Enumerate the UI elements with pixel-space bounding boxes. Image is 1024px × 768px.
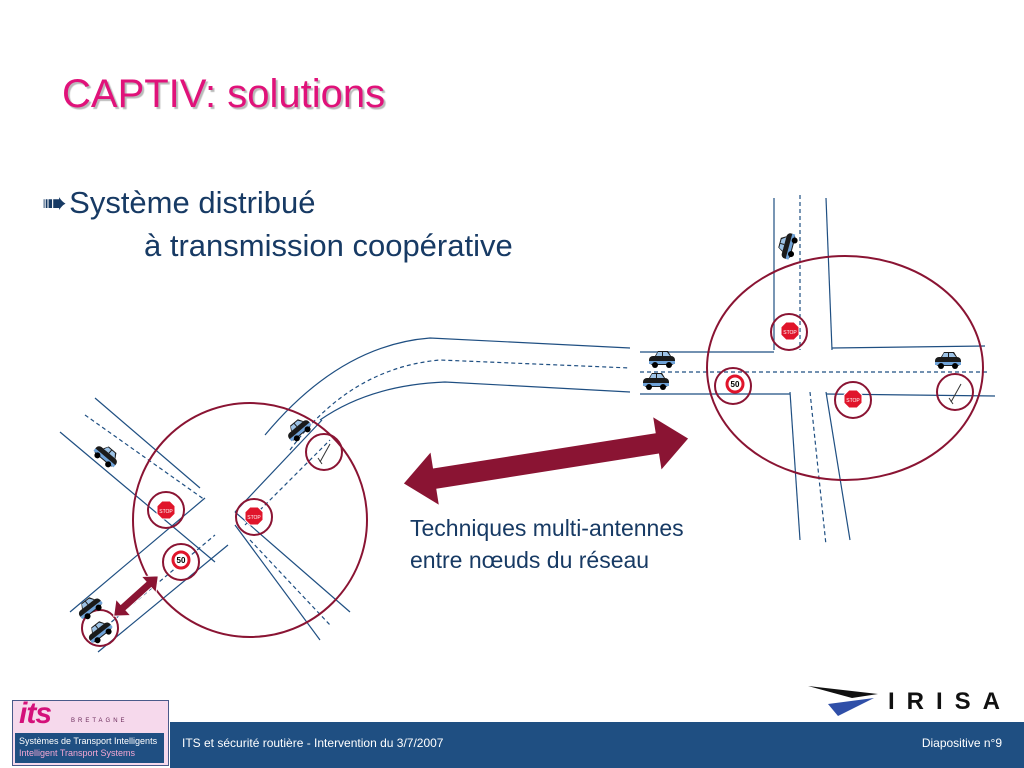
irisa-logo-text: IRISA (888, 688, 1013, 715)
car-icon (649, 351, 675, 368)
stop-sign-icon: STOP (244, 506, 264, 526)
car-icon (643, 373, 669, 390)
slide-title: CAPTIV: solutions (62, 72, 386, 116)
speed-limit-sign-icon: 50 (725, 374, 745, 394)
its-logo-line-2: Intelligent Transport Systems (19, 748, 136, 758)
bullet-point: ➠Système distribué à transmission coopér… (42, 182, 513, 267)
left-coverage-circle (132, 402, 368, 638)
its-logo-word: its (19, 700, 52, 730)
irisa-logo: IRISA (808, 684, 1008, 720)
node-circle (714, 367, 752, 405)
diagram-caption: Techniques multi-antennes entre nœuds du… (410, 512, 684, 576)
stop-sign-icon: STOP (843, 389, 863, 409)
caption-line-1: Techniques multi-antennes (410, 515, 684, 541)
antenna-icon (317, 443, 331, 465)
its-bretagne-logo: its BRETAGNE Systèmes de Transport Intel… (12, 700, 169, 766)
node-circle (770, 313, 808, 351)
footer-slide-number: Diapositive n°9 (921, 736, 1002, 750)
its-logo-line-1: Systèmes de Transport Intelligents (19, 736, 158, 746)
node-circle (162, 543, 200, 581)
speed-limit-sign-icon: 50 (171, 550, 191, 570)
node-circle (235, 498, 273, 536)
caption-line-2: entre nœuds du réseau (410, 547, 650, 573)
right-arrow-icon: ➠ (42, 187, 68, 220)
footer-presentation-title: ITS et sécurité routière - Intervention … (182, 736, 444, 750)
svg-text:STOP: STOP (783, 330, 797, 336)
irisa-swoosh-icon (808, 686, 878, 716)
node-circle (305, 433, 343, 471)
car-icon (90, 440, 122, 471)
node-circle (834, 381, 872, 419)
car-icon (935, 352, 961, 369)
stop-sign-icon: STOP (780, 321, 800, 341)
its-logo-region: BRETAGNE (71, 718, 128, 724)
right-coverage-circle (706, 255, 984, 481)
its-logo-subtitle: Systèmes de Transport Intelligents Intel… (15, 733, 164, 763)
antenna-nodes (81, 313, 974, 647)
car-icon (74, 592, 106, 623)
bullet-line-1: Système distribué (69, 185, 316, 220)
double-arrow-large-icon (401, 414, 691, 508)
svg-text:50: 50 (177, 556, 186, 565)
antenna-icon (948, 383, 962, 405)
stop-sign-icon: STOP (156, 500, 176, 520)
car-icon (775, 231, 800, 261)
bullet-line-2: à transmission coopérative (144, 228, 513, 263)
double-arrow-small-icon (113, 575, 159, 617)
left-intersection-roads (59, 337, 631, 653)
node-circle (936, 373, 974, 411)
svg-text:STOP: STOP (247, 515, 261, 521)
svg-text:STOP: STOP (159, 509, 173, 515)
right-intersection-roads (640, 195, 996, 546)
footer-bar: ITS et sécurité routière - Intervention … (170, 722, 1024, 768)
svg-text:STOP: STOP (846, 398, 860, 404)
svg-text:50: 50 (731, 380, 740, 389)
node-circle (147, 491, 185, 529)
